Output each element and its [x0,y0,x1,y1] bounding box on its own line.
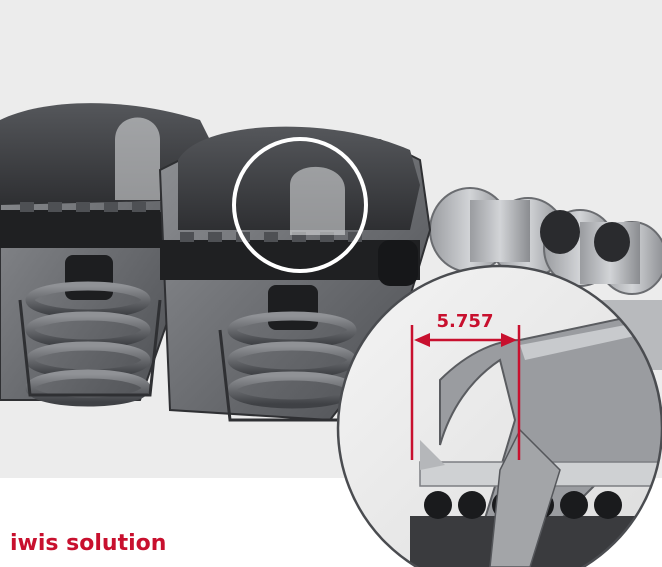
dimension-label: 5.757 [437,311,494,332]
caption-title: iwis solution [10,531,167,556]
dimension-marker [410,325,521,460]
gripper-clip-left [0,103,215,407]
magnified-detail [336,264,662,567]
highlight-circle [232,137,368,273]
